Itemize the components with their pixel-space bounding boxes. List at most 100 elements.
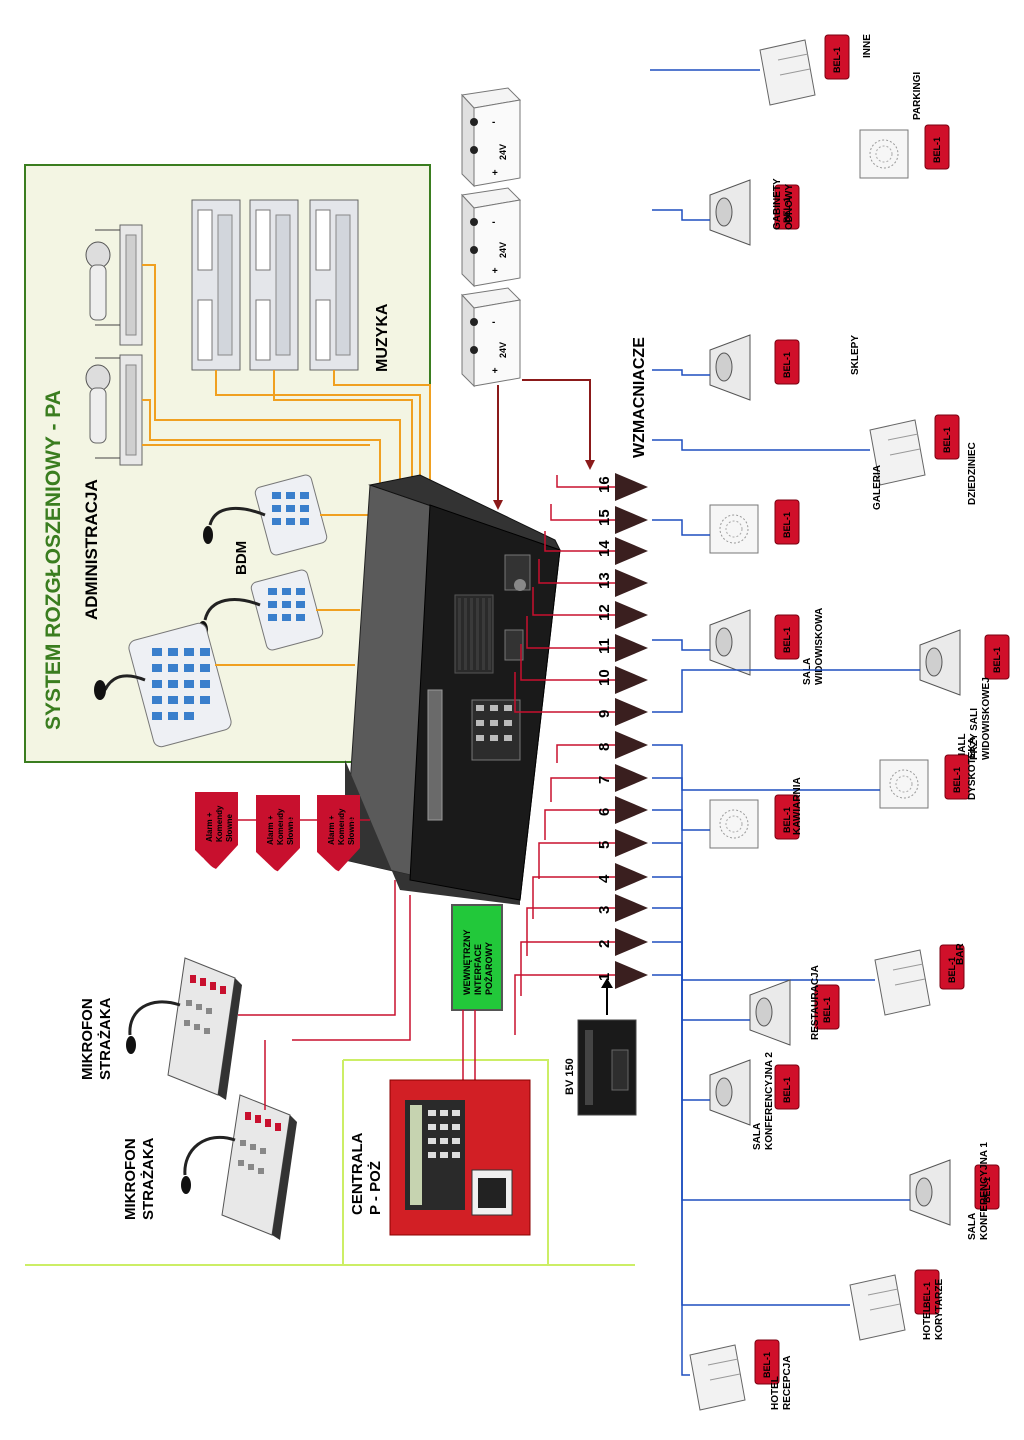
power-arrows [497,379,591,505]
zone-hotel-recepcja-badge: BEL-1 [754,1339,780,1385]
zone-kawiarnia-line [652,777,710,831]
amp-input-line-11 [526,616,615,649]
zone-hotel-korytarze-badge-text: BEL-1 [922,1282,932,1308]
amplifier-8-number: 8 [596,743,613,751]
system-title: SYSTEM ROZGŁOSZENIOWY - PA [42,390,65,730]
amplifiers-label: WZMACNIACZE [631,337,648,458]
zone-bar-badge: BEL-1 [939,944,965,990]
zone-galeria-line [652,519,710,536]
amplifier-12 [615,601,648,629]
amplifier-9 [615,698,648,726]
amplifier-7 [615,764,648,792]
music-player-1 [191,199,241,371]
zone-dziedziniec-badge-text: BEL-1 [942,427,952,453]
amplifier-10-number: 10 [596,669,613,686]
amplifier-10 [615,666,648,694]
psu-2-voltage: 24V [498,242,508,258]
administration-label: ADMINISTRACJA [82,479,101,620]
amplifier-2-number: 2 [596,940,613,948]
fireman-mic-1-label: MIKROFONSTRAŻAKA [79,997,114,1080]
alarm-message-2: Alarm +KomendySłowne [256,795,300,876]
speaker-sala-widowiskowa [709,609,751,676]
bdm-console-1 [203,474,328,556]
bv150-unit [577,1019,637,1116]
psu-3: 24V + - [460,287,522,388]
zone-bar-badge-text: BEL-1 [947,957,957,983]
speaker-hotel-korytarze [849,1274,906,1341]
zone-sala-konf-2-line [652,941,710,1101]
speaker-zones: BEL-1INNEBEL-1PARKINGIBEL-1GABINETYODNOW… [650,34,1010,1411]
zone-galeria-badge-text: BEL-1 [782,512,792,538]
speaker-hotel-recepcja [689,1344,746,1411]
psu-2: 24V + - [460,187,522,288]
wireless-mic-1 [85,241,111,321]
amplifier-5 [615,829,648,857]
amplifier-4 [615,863,648,891]
zone-hotel-recepcja-line [652,842,690,1376]
psu-1-plus: + [492,168,498,179]
alarm-2-text: Alarm +KomendySłowne [266,808,295,845]
zone-dyskoteka-badge: BEL-1 [944,754,970,800]
amplifier-15 [615,506,648,534]
zone-restauracja-label: RESTAURACJA [810,965,821,1040]
main-controller-unit [344,474,561,905]
amplifier-14 [615,537,648,565]
psu-2-plus: + [492,266,498,277]
amplifier-12-number: 12 [596,604,613,621]
amplifier-11 [615,634,648,662]
fire-control-panel [389,1079,531,1236]
zone-hotel-recepcja-label: HOTELRECEPCJA [770,1356,793,1410]
speaker-dyskoteka [879,759,929,809]
zone-sklepy-badge: BEL-1 [774,339,800,385]
music-player-2 [249,199,299,371]
fire-interface: WEWNĘTRZNYINTERFACEPOŻAROWY [451,904,503,1011]
zone-dyskoteka-line [652,744,880,791]
amplifier-1-number: 1 [596,973,613,981]
amp-input-line-13 [538,559,615,584]
zone-galeria-badge: BEL-1 [774,499,800,545]
zone-parkingi-badge-text: BEL-1 [932,137,942,163]
amplifier-14-number: 14 [596,540,613,557]
zone-hall-line [652,669,920,713]
alarm-1-text: Alarm +KomendySłowne [205,805,234,842]
amplifier-11-number: 11 [596,638,613,654]
zone-hotel-korytarze-label: HOTELKORYTARZE [922,1279,945,1340]
zone-parkingi-badge: BEL-1 [924,124,950,170]
alarm-message-3: Alarm +KomendySłowne [317,795,360,876]
zone-bar-line [652,907,875,981]
amp-input-line-5 [538,842,615,879]
zone-dyskoteka-badge-text: BEL-1 [952,767,962,793]
zone-hotel-recepcja-badge-text: BEL-1 [762,1352,772,1378]
psu-1-voltage: 24V [498,144,508,160]
music-player-3 [309,199,359,371]
fire-interface-text: WEWNĘTRZNYINTERFACEPOŻAROWY [462,930,494,996]
admin-console [94,622,232,748]
amp-input-line-7 [550,777,615,802]
speaker-sala-konf-1 [909,1159,951,1226]
amplifier-8 [615,731,648,759]
zone-hall-badge-text: BEL-1 [992,647,1002,673]
amplifier-13 [615,569,648,597]
amplifier-7-number: 7 [596,776,613,784]
bv150-arrow-head [601,978,613,988]
amp-input-line-9 [514,672,615,713]
zone-inne-badge-text: BEL-1 [832,47,842,73]
amp-input-line-4 [532,876,615,919]
zone-sala-widowiskowa-badge-text: BEL-1 [782,627,792,653]
amp-input-line-2 [520,941,615,996]
speaker-dziedziniec [869,419,926,486]
amp-input-line-16 [556,475,615,488]
zone-gabinety-badge-text: BEL-1 [782,197,792,223]
psu-3-plus: + [492,366,498,377]
